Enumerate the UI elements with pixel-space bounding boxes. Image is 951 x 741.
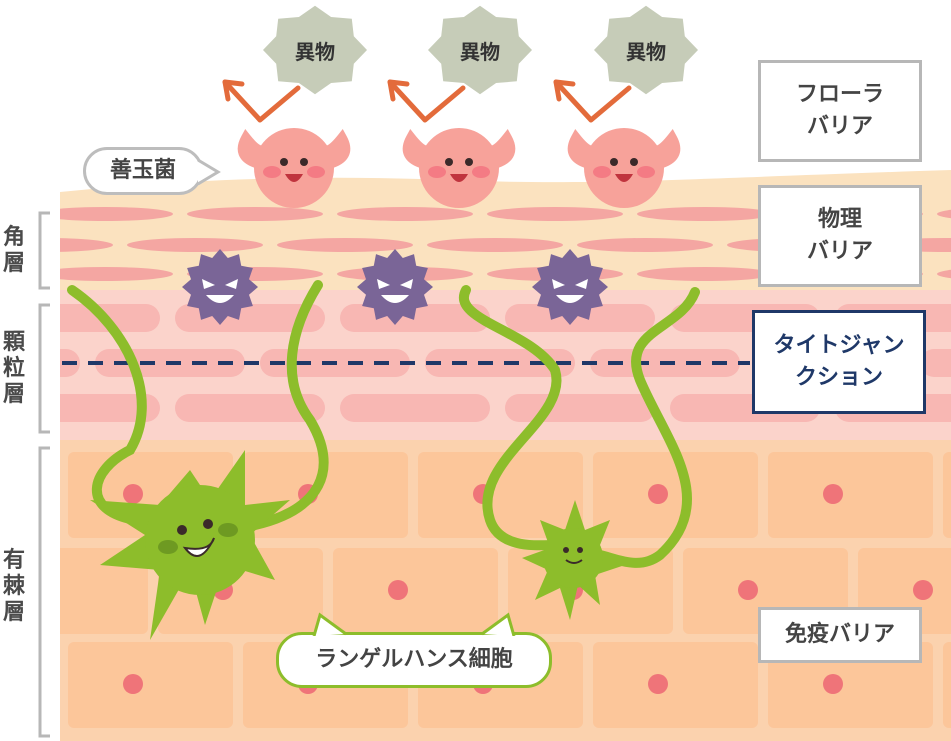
corneum-cell <box>637 267 773 281</box>
spinosum-cell <box>593 452 758 538</box>
corneum-cell <box>60 238 113 252</box>
bad-bacteria <box>532 249 608 325</box>
corneum-cell <box>937 209 951 219</box>
good-bacteria-label: 善玉菌 <box>109 158 176 183</box>
langerhans-cell-large <box>90 450 290 640</box>
granulosum-cell <box>60 304 160 332</box>
granulosum-cell <box>175 394 325 422</box>
layer-label-corneum: 角 層 <box>2 225 25 276</box>
langerhans-bubble: ランゲルハンス細胞 <box>276 632 552 688</box>
cell-nucleus <box>913 580 933 600</box>
spinosum-cell <box>943 642 951 728</box>
cell-nucleus <box>823 674 843 694</box>
spinosum-cell <box>418 452 583 538</box>
cell-nucleus <box>738 580 758 600</box>
immune-barrier-label: 免疫バリア <box>758 607 922 663</box>
corneum-cell <box>937 269 951 279</box>
layer-brackets <box>38 211 50 738</box>
corneum-cell <box>127 238 263 252</box>
repel-arrows <box>222 79 632 123</box>
good-bacteria-group <box>237 128 681 208</box>
granulosum-cell <box>920 349 951 377</box>
foreign-substance-label-2: 異物 <box>460 40 500 64</box>
langerhans-bubble-ears <box>312 612 516 636</box>
corneum-cell <box>277 238 413 252</box>
layer-label-spinosum: 有 棘 層 <box>2 548 25 625</box>
stratum-spinosum-area <box>60 440 951 741</box>
corneum-cell <box>187 207 323 221</box>
tight-junction-label: タイトジャン クション <box>752 310 926 414</box>
langerhans-dendrites <box>67 280 700 568</box>
spinosum-cell <box>333 548 498 634</box>
layer-label-granulosum: 顆 粒 層 <box>2 330 25 407</box>
corneum-cell <box>60 267 173 281</box>
foreign-substance-shape <box>594 5 698 95</box>
foreign-substance-shape <box>428 5 532 95</box>
cell-nucleus <box>648 484 668 504</box>
granulosum-cell <box>340 394 490 422</box>
langerhans-cell-small <box>522 500 625 620</box>
corneum-cell <box>637 207 773 221</box>
granulosum-cell <box>505 304 655 332</box>
bad-bacteria <box>357 249 433 325</box>
good-bacteria <box>402 128 516 208</box>
flora-barrier-label: フローラ バリア <box>758 60 922 162</box>
langerhans-label: ランゲルハンス細胞 <box>315 647 513 672</box>
corneum-cell <box>337 207 473 221</box>
cell-nucleus <box>823 484 843 504</box>
spinosum-cell <box>60 548 148 634</box>
cell-nucleus <box>648 674 668 694</box>
spinosum-cell <box>943 452 951 538</box>
granulosum-cell <box>505 394 655 422</box>
corneum-cell <box>487 207 623 221</box>
physical-barrier-label: 物理 バリア <box>758 185 922 287</box>
spinosum-cell <box>768 452 933 538</box>
good-bacteria-bubble-tail <box>198 158 221 186</box>
good-bacteria <box>567 128 681 208</box>
foreign-substance-label-1: 異物 <box>295 40 335 64</box>
corneum-cell <box>427 238 563 252</box>
granulosum-cell <box>60 394 160 422</box>
bad-bacteria <box>182 249 258 325</box>
cell-nucleus <box>123 484 143 504</box>
spinosum-cell <box>593 642 758 728</box>
foreign-substance-shape <box>263 5 367 95</box>
good-bacteria-bubble: 善玉菌 <box>83 147 203 195</box>
cell-nucleus <box>388 580 408 600</box>
spinosum-cell <box>768 642 933 728</box>
corneum-cell <box>60 207 173 221</box>
bad-bacteria-group <box>182 249 608 325</box>
foreign-substance-group <box>263 5 698 95</box>
good-bacteria <box>237 128 351 208</box>
corneum-cell <box>577 238 713 252</box>
cell-nucleus <box>123 674 143 694</box>
foreign-substance-label-3: 異物 <box>626 40 666 64</box>
spinosum-cell <box>68 642 233 728</box>
